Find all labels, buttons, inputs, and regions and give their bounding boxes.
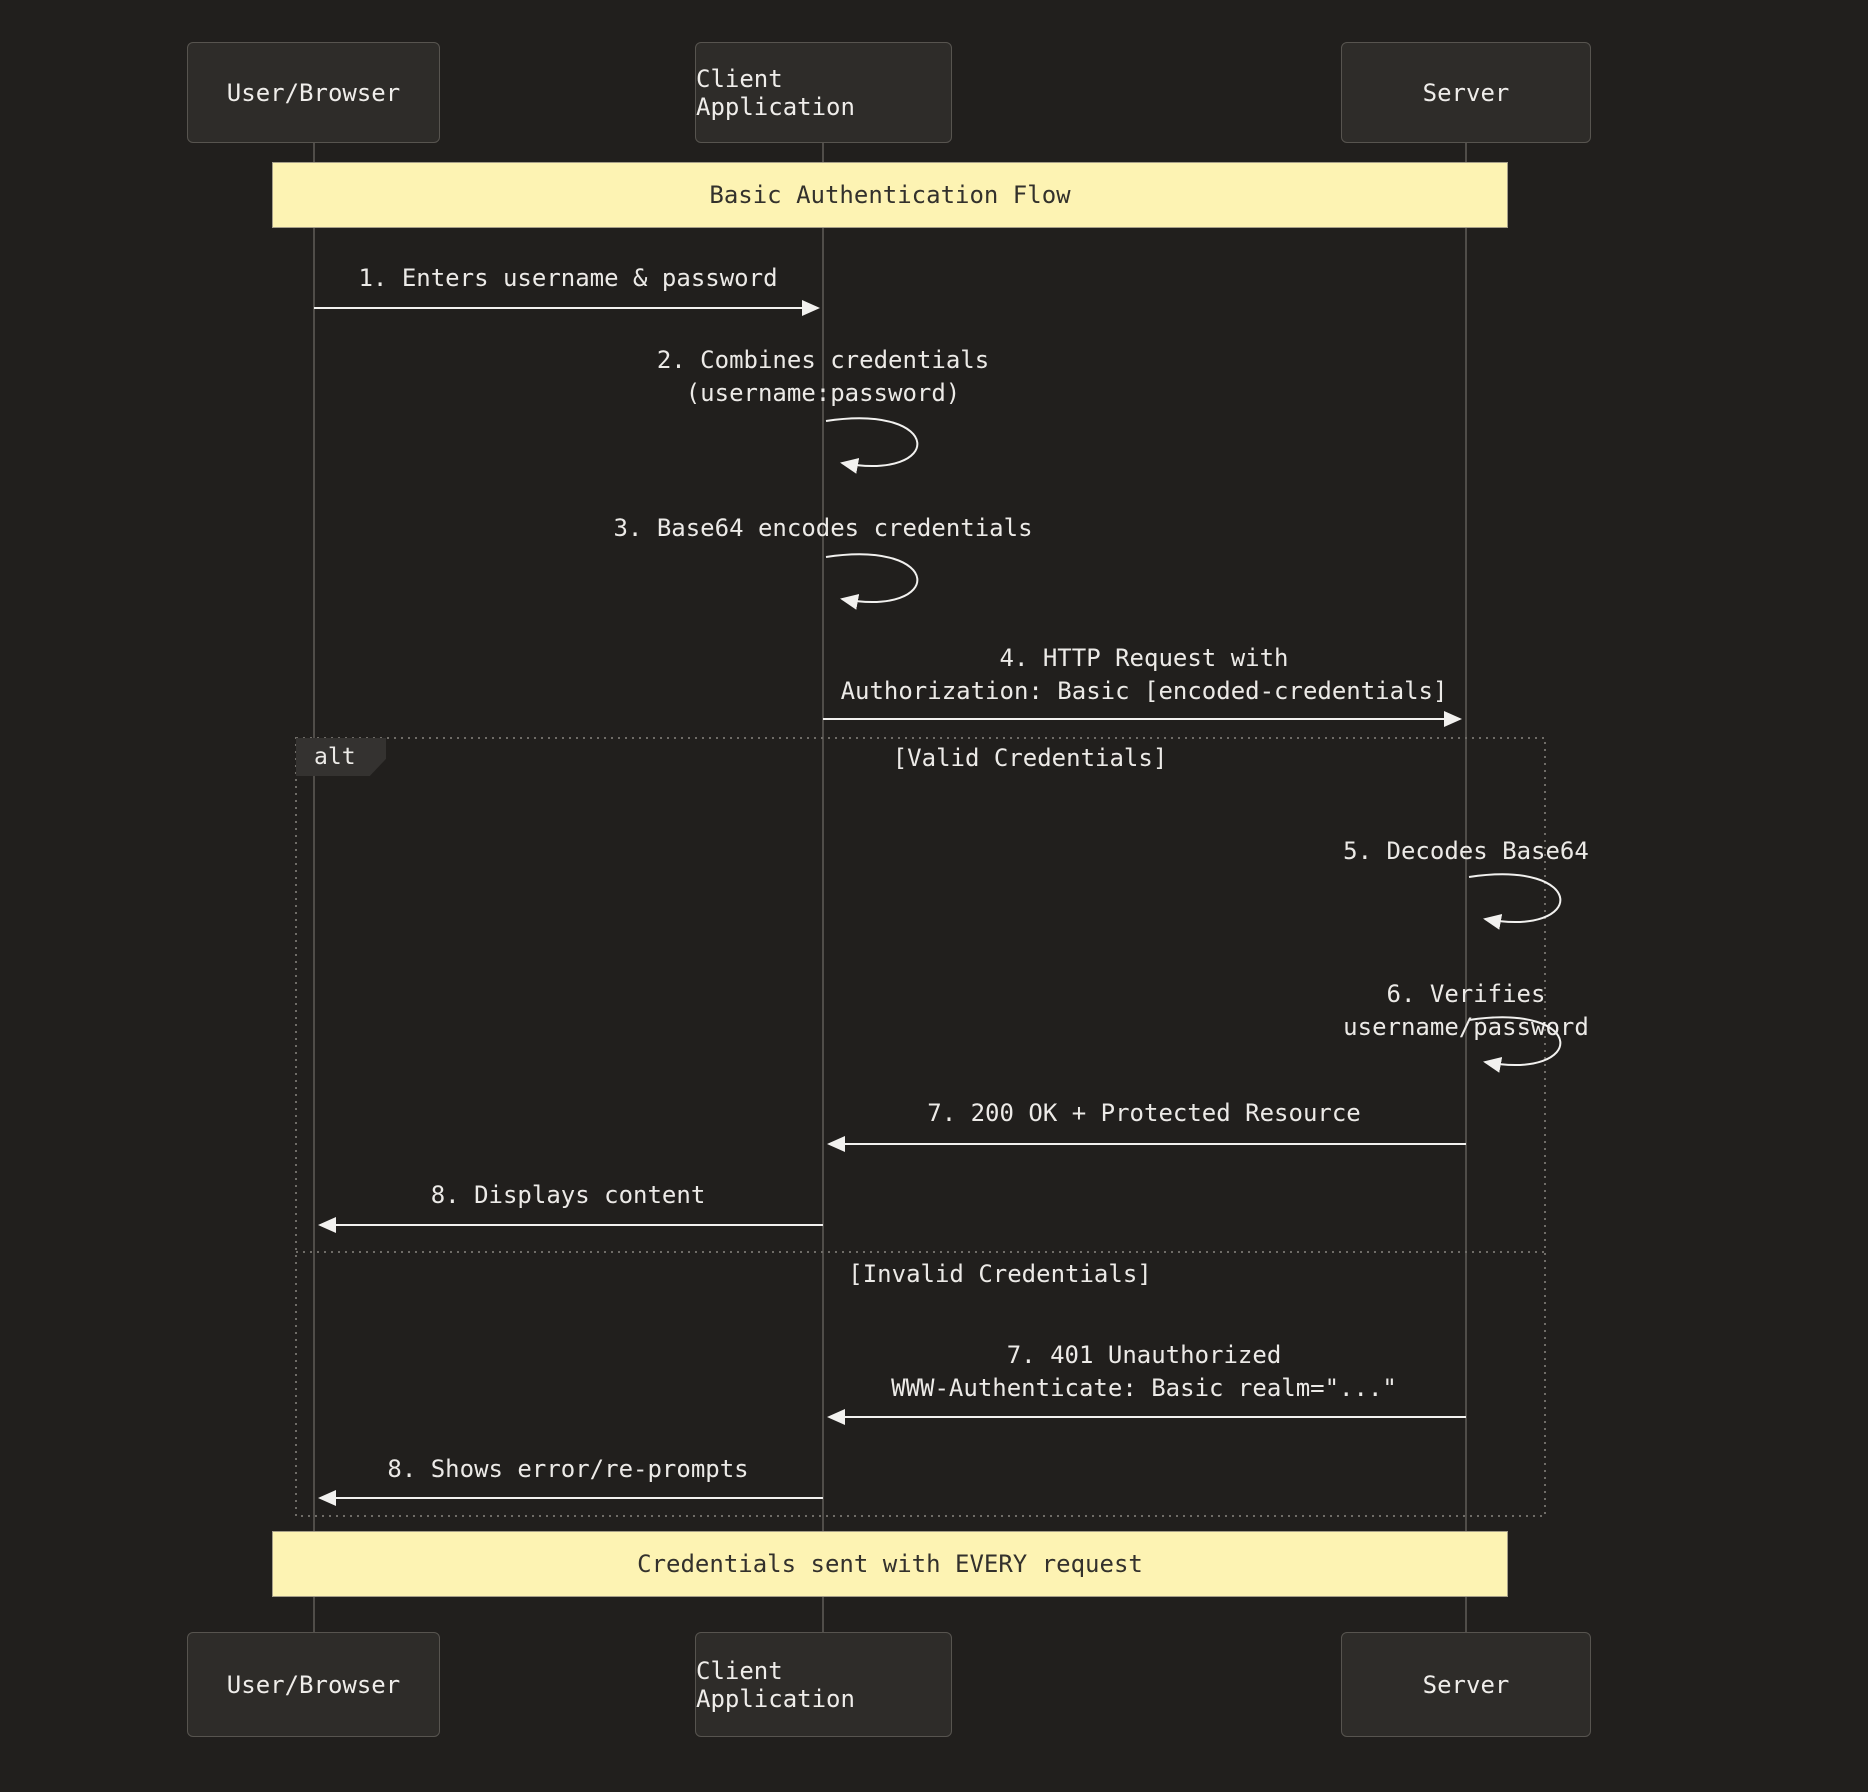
actor-label: Server [1422,78,1510,107]
note-basic-auth-flow: Basic Authentication Flow [272,162,1508,228]
selfloop-decodes-base64 [1468,873,1562,930]
alt-label-text: alt [314,744,356,770]
selfloop-base64-encodes [825,553,919,610]
actor-client-application-bottom: Client Application [695,1632,952,1737]
note-text: Basic Authentication Flow [709,181,1071,209]
actor-label: Server [1422,1670,1510,1699]
actor-label: Client Application [696,1656,855,1713]
alt-frame-border [295,737,1546,1517]
alt-label: alt [296,738,386,776]
selfloop-combines-credentials [825,417,919,474]
section-label-invalid-credentials: [Invalid Credentials] [848,1260,1152,1288]
actor-label: Client Application [696,64,855,121]
actor-user-browser-top: User/Browser [187,42,440,143]
message-401-unauthorized: 7. 401 Unauthorized WWW-Authenticate: Ba… [891,1341,1397,1402]
note-text: Credentials sent with EVERY request [637,1550,1143,1578]
actor-label: User/Browser [226,78,401,107]
message-combines-credentials: 2. Combines credentials (username:passwo… [656,346,990,407]
message-verifies-credentials: 6. Verifies username/password [1343,980,1589,1041]
section-label-valid-credentials: [Valid Credentials] [892,744,1168,772]
message-200-ok: 7. 200 OK + Protected Resource [927,1099,1361,1127]
actor-label: User/Browser [226,1670,401,1699]
message-enters-credentials: 1. Enters username & password [358,264,778,292]
message-base64-encodes: 3. Base64 encodes credentials [613,514,1033,542]
message-displays-content: 8. Displays content [430,1181,706,1209]
actor-user-browser-bottom: User/Browser [187,1632,440,1737]
message-decodes-base64: 5. Decodes Base64 [1343,837,1589,865]
message-shows-error: 8. Shows error/re-prompts [387,1455,749,1483]
actor-server-bottom: Server [1341,1632,1591,1737]
message-http-request: 4. HTTP Request with Authorization: Basi… [840,644,1448,705]
note-credentials-every-request: Credentials sent with EVERY request [272,1531,1508,1597]
actor-client-application-top: Client Application [695,42,952,143]
selfloop-verifies-credentials [1468,1016,1562,1073]
actor-server-top: Server [1341,42,1591,143]
